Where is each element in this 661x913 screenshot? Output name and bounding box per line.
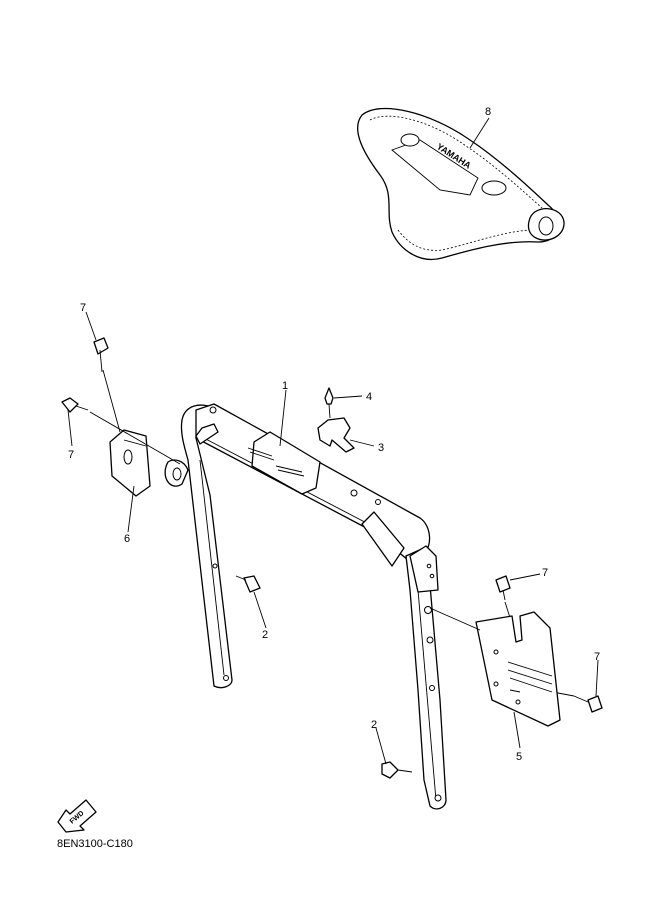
bolt-part-7-lower-right[interactable] <box>573 695 603 713</box>
handle-frame-part-1[interactable] <box>180 403 447 810</box>
clip-part-3[interactable] <box>317 417 355 453</box>
callout-6: 6 <box>124 533 130 545</box>
callout-8: 8 <box>485 106 491 118</box>
plate-part-5[interactable] <box>475 611 561 727</box>
diagram-code: 8EN3100-C180 <box>57 838 133 850</box>
callout-5: 5 <box>516 751 522 763</box>
callout-7-upper-left: 7 <box>80 302 86 314</box>
callout-2-left: 2 <box>262 629 268 641</box>
callout-7-lower-right: 7 <box>594 651 600 663</box>
callout-4: 4 <box>366 391 372 403</box>
bolt-part-2-left[interactable] <box>235 575 261 593</box>
fwd-arrow-icon: FWD <box>57 799 97 833</box>
bolt-part-7-upper-left[interactable] <box>93 337 109 373</box>
callout-7-mid-left: 7 <box>68 449 74 461</box>
bolt-part-2-right[interactable] <box>381 761 413 779</box>
pin-part-4[interactable] <box>324 387 334 419</box>
handlebar-pad-part-8[interactable]: YAMAHA <box>357 107 565 260</box>
callout-1: 1 <box>282 380 288 392</box>
bolt-part-7-upper-right[interactable] <box>495 575 511 601</box>
callout-7-upper-right: 7 <box>542 567 548 579</box>
callout-3: 3 <box>378 442 384 454</box>
bolt-part-7-mid-left[interactable] <box>61 397 89 413</box>
callout-2-right: 2 <box>371 719 377 731</box>
plate-part-6[interactable] <box>109 429 189 497</box>
